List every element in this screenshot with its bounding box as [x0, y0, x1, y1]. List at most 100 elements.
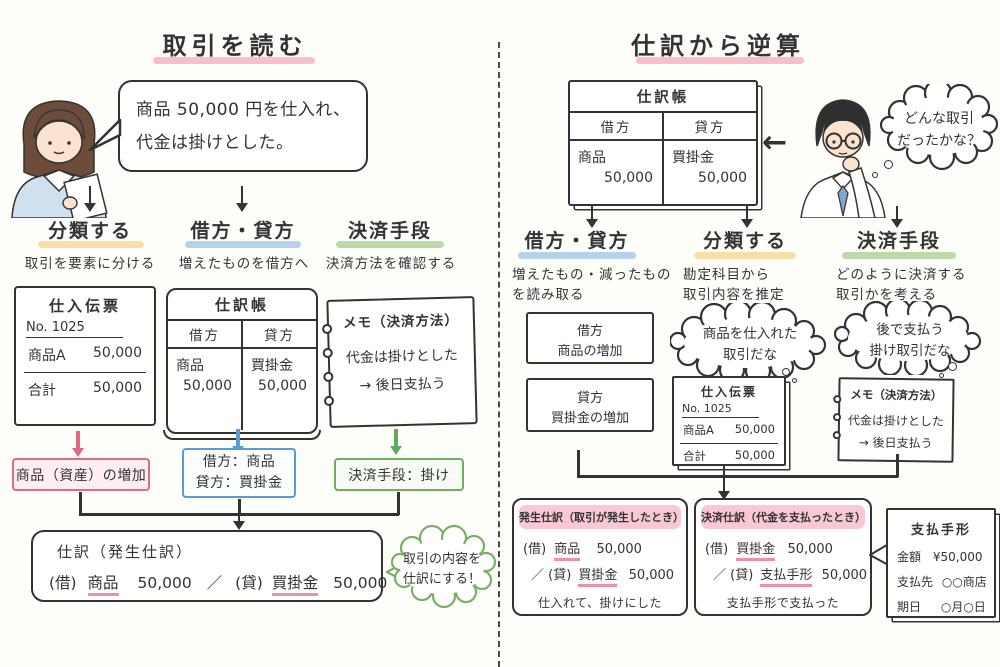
right-journal-credit-amount: 50,000 [698, 170, 747, 186]
left-col3-title: 決済手段 [347, 220, 432, 242]
occ-debit-account: 商品 [554, 542, 581, 561]
result-credit-prefix: (貸) [235, 574, 263, 592]
occurrence-entry-caption: 仕入れて、掛けにした [537, 596, 663, 610]
spiral-ring [832, 431, 841, 440]
occ-debit-amount: 50,000 [596, 542, 642, 557]
note-payee-value: ○○商店 [941, 575, 987, 589]
left-col2-subtitle: 増えたものを借方へ [178, 256, 310, 272]
classify-cloud-line1: 商品を仕入れた [702, 326, 798, 342]
memo-line-2: → 後日支払う [359, 375, 446, 395]
settle-cloud-line1: 後で支払う [876, 322, 944, 338]
right-journal-debit-account: 商品 [578, 150, 606, 166]
note-due-label: 期日 [897, 600, 922, 614]
badge-product-increase: 商品（資産）の増加 [12, 458, 150, 491]
left-col1-title: 分類する [47, 220, 132, 242]
right-memo-line1: 代金は掛けとした [847, 413, 945, 429]
journal-credit-header: 貸方 [243, 321, 316, 349]
right-slip-total-amount: 50,000 [734, 448, 775, 462]
debit-increase-box: 借方 商品の増加 [526, 312, 654, 364]
right-col3-subtitle1: どのように決済する [836, 267, 967, 283]
right-slip-number: No. 1025 [682, 402, 759, 418]
set-credit-amount: 50,000 [821, 568, 868, 583]
right-purchase-slip: 仕入伝票 No. 1025 商品A 50,000 合計 50,000 [672, 376, 786, 466]
right-journal-credit-header: 貸方 [664, 113, 756, 141]
right-journal-title: 仕訳帳 [570, 82, 756, 113]
thought-bubble [880, 84, 998, 171]
promissory-note-card: 支払手形 金額 ¥50,000 支払先 ○○商店 期日 ○月○日 [886, 508, 996, 618]
settlement-entry-caption: 支払手形で支払った [726, 596, 840, 610]
result-title: 仕訳（発生仕訳） [57, 543, 194, 561]
occ-credit-account: 買掛金 [578, 568, 618, 587]
settlement-entry-box: 決済仕訳（代金を支払ったとき） (借) 買掛金 50,000 ／ (貸) 支払手… [694, 498, 872, 616]
speech-line-2: 代金は掛けとした。 [136, 133, 294, 153]
occ-credit-amount: 50,000 [628, 568, 675, 583]
right-col2-title: 分類する [702, 230, 787, 252]
credit-increase-box: 貸方 買掛金の増加 [526, 378, 654, 432]
set-credit-prefix: ／ (貸) [713, 568, 754, 583]
right-col1-underline [518, 252, 636, 259]
spiral-ring [321, 323, 333, 335]
result-debit-account: 商品 [87, 574, 119, 596]
right-journal-book: 仕訳帳 借方 商品 50,000 貸方 買掛金 50,000 [568, 80, 758, 206]
left-col2-title: 借方・貸方 [190, 220, 296, 242]
slip-item-label: 商品A [28, 348, 66, 364]
memo-title: メモ（決済方法） [342, 312, 460, 332]
left-col1-subtitle: 取引を要素に分ける [24, 256, 156, 272]
arrow-down [233, 514, 245, 530]
spiral-ring [323, 395, 335, 407]
badge-settlement-credit: 決済手段：掛け [334, 458, 464, 491]
right-col1-subtitle2: を読み取る [512, 287, 585, 303]
journal-title: 仕訳帳 [168, 290, 316, 321]
note-amount-label: 金額 [897, 550, 922, 564]
arrow-down [84, 186, 96, 212]
slip-number: No. 1025 [26, 320, 123, 338]
right-slip-total-label: 合計 [683, 449, 706, 463]
result-debit-amount: 50,000 [137, 574, 192, 592]
settle-cloud-line2: 掛け取引だな [869, 343, 951, 359]
slip-total-label: 合計 [28, 383, 56, 399]
right-col3-subtitle2: 取引かを考える [836, 287, 938, 303]
result-debit-prefix: (借) [49, 574, 77, 592]
set-debit-account: 買掛金 [736, 542, 776, 561]
connector-line [397, 492, 400, 515]
right-slip-item-label: 商品A [683, 423, 714, 437]
slip-item-amount: 50,000 [93, 345, 142, 361]
memo-line-1: 代金は掛けとした [345, 347, 459, 367]
result-entry-line: (借) 商品 50,000 ／ (貸) 買掛金 50,000 [33, 562, 387, 596]
right-journal-credit-account: 買掛金 [672, 150, 714, 166]
debit-box-line1: 借方 [576, 324, 603, 339]
note-payee-label: 支払先 [897, 575, 934, 589]
spiral-ring [833, 395, 842, 404]
woman-illustration [11, 100, 108, 218]
spiral-ring [832, 413, 842, 422]
right-slip-item-amount: 50,000 [734, 422, 775, 436]
pink-arrow-down [72, 431, 84, 457]
journal-credit-amount: 50,000 [258, 378, 307, 394]
center-divider [498, 42, 500, 667]
journal-debit-amount: 50,000 [183, 378, 232, 394]
thought-line-2: だったかな？ [897, 133, 981, 149]
arrow-down [586, 206, 598, 228]
badge-debit-credit: 借方：商品 貸方：買掛金 [182, 448, 296, 498]
right-memo-card: メモ（決済方法） 代金は掛けとした → 後日支払う [832, 377, 955, 463]
thought-dot [782, 368, 790, 376]
right-col2-underline [694, 252, 796, 259]
credit-box-line1: 貸方 [576, 391, 603, 406]
connector-line [577, 475, 898, 478]
set-debit-prefix: (借) [705, 542, 729, 557]
left-col3-underline [336, 241, 444, 248]
badge-debit-line: 借方：商品 [202, 454, 276, 470]
note-title: 支払手形 [910, 523, 971, 538]
result-credit-amount: 50,000 [333, 574, 388, 592]
connector-line [79, 492, 82, 515]
slip-title: 仕入伝票 [48, 297, 121, 315]
occ-debit-prefix: (借) [523, 542, 547, 557]
note-amount-value: ¥50,000 [932, 550, 983, 564]
right-title: 仕訳から逆算 [631, 32, 805, 60]
journal-credit-account: 買掛金 [251, 358, 293, 374]
left-title: 取引を読む [162, 32, 308, 60]
right-memo-line2: → 後日支払う [858, 435, 933, 451]
journal-book: 仕訳帳 借方 商品 50,000 貸方 買掛金 50,000 [166, 288, 318, 434]
arrow-down [236, 186, 248, 212]
right-col1-subtitle1: 増えたもの・減ったもの [512, 267, 672, 283]
